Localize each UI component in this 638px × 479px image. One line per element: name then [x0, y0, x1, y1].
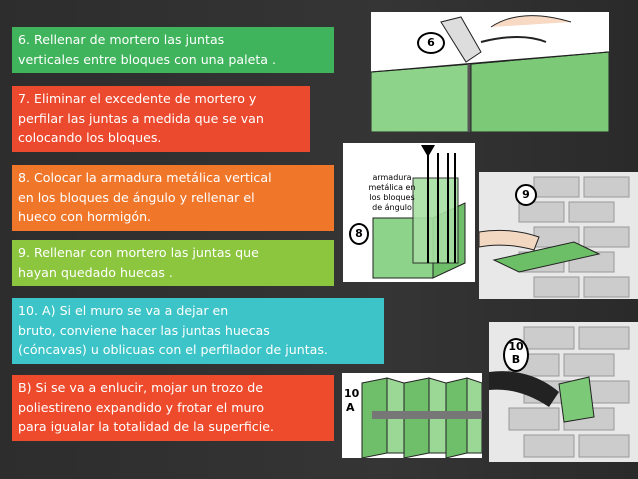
mortar-joint-drawing [371, 15, 609, 132]
step-7-box: 7. Eliminar el excedente de mortero y pe… [12, 86, 310, 152]
step-7-text: 7. Eliminar el excedente de mortero y pe… [18, 91, 264, 145]
figure-10b-number: 10 [508, 340, 524, 353]
vertical-reinforcement-drawing [372, 145, 466, 279]
step-6-text: 6. Rellenar de mortero las juntas vertic… [18, 32, 276, 67]
figure-10a-illustration: 10 A [342, 373, 482, 458]
step-10a-text: 10. A) Si el muro se va a dejar en bruto… [18, 303, 328, 357]
step-6-box: 6. Rellenar de mortero las juntas vertic… [12, 27, 334, 73]
figure-8-caption: armadura metálica en los bloques de ángu… [368, 173, 416, 212]
figure-8-illustration: armadura metálica en los bloques de ángu… [343, 143, 475, 282]
figure-10a-letter: A [346, 401, 355, 414]
figure-10a-number: 10 [344, 387, 360, 400]
wall-smoothing-drawing [489, 322, 638, 462]
figure-8-label: 8 [349, 223, 369, 245]
step-8-text: 8. Colocar la armadura metálica vertical… [18, 170, 272, 224]
figure-6-illustration: 6 [371, 12, 609, 132]
figure-6-label: 6 [417, 32, 445, 54]
figure-10b-letter: B [511, 353, 521, 366]
step-10b-text: B) Si se va a enlucir, mojar un trozo de… [18, 380, 274, 434]
step-10a-box: 10. A) Si el muro se va a dejar en bruto… [12, 298, 384, 364]
step-10b-box: B) Si se va a enlucir, mojar un trozo de… [12, 375, 334, 441]
figure-10b-label: 10 B [503, 338, 529, 372]
step-9-box: 9. Rellenar con mortero las juntas que h… [12, 240, 334, 286]
brick-wall-filling-drawing [479, 172, 638, 299]
figure-9-illustration: 9 [479, 172, 638, 299]
joint-profiles-drawing [361, 377, 482, 458]
figure-9-label: 9 [515, 184, 537, 206]
step-9-text: 9. Rellenar con mortero las juntas que h… [18, 245, 259, 280]
step-8-box: 8. Colocar la armadura metálica vertical… [12, 165, 334, 231]
figure-10b-illustration: 10 B [489, 322, 638, 462]
